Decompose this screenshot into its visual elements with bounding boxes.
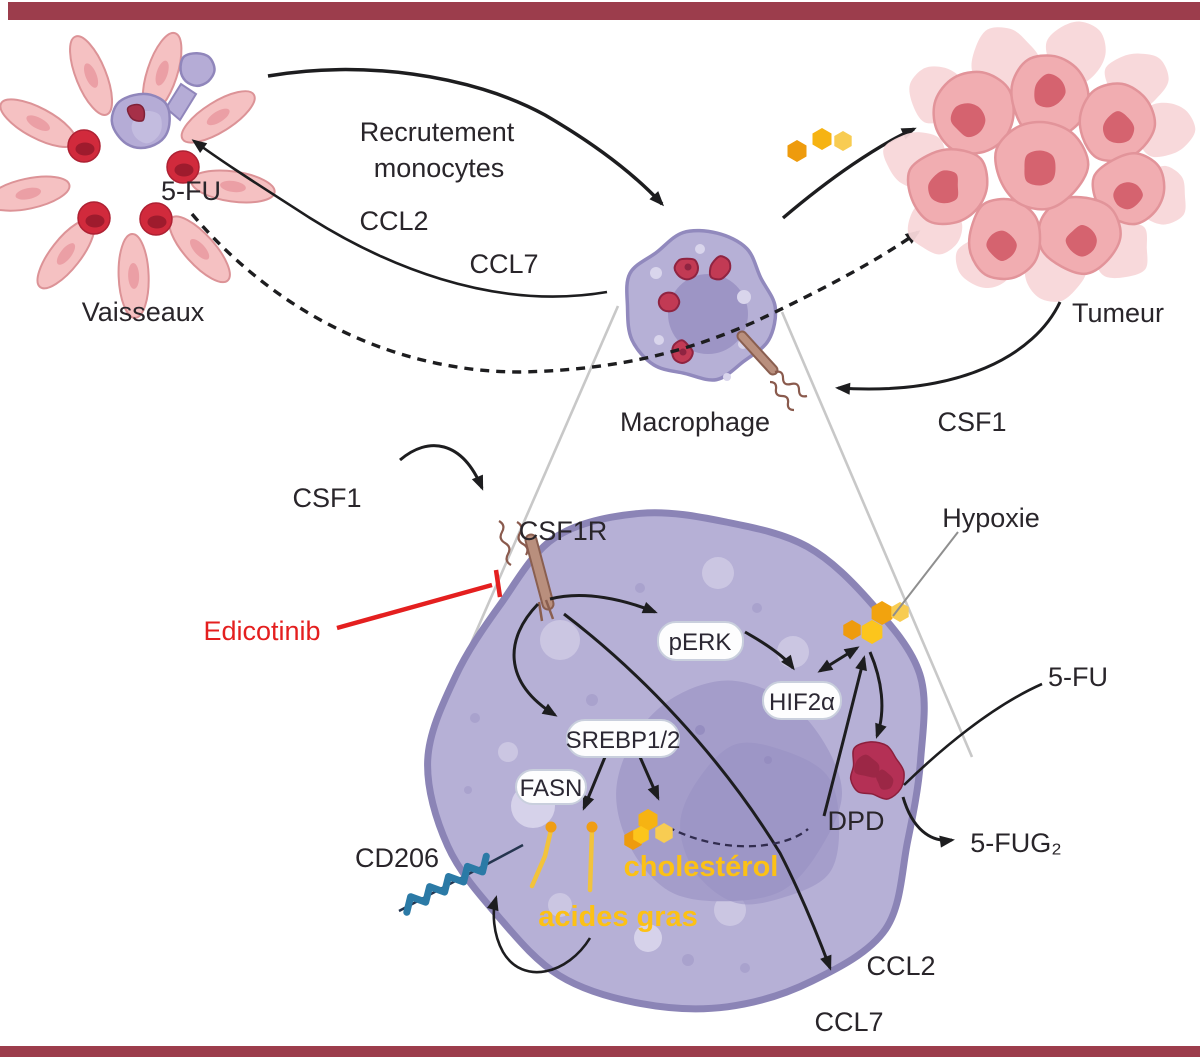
red-blood-cells [67,129,200,236]
cd206-receptor-group: CD206 [355,843,592,974]
dashed-5fu-route-arrow [190,212,921,374]
fatty-acid-molecules [529,821,598,893]
monocyte-extravasating [110,51,216,150]
perk-pill [657,621,744,661]
ccl-export-arrow [563,612,832,971]
csf1-left-group: CSF1 [292,444,484,513]
hif2a-pill [762,681,842,720]
monocyte-granule [126,103,146,122]
csf1r-label: CSF1R [519,516,608,546]
macrophage-to-tumor-arrow-group [781,127,917,220]
fatty-acids-label: acides gras [538,901,698,933]
hif2a-cholesterol-double-arrow [817,646,860,673]
recruitment-label-line1: Recrutement [360,117,515,147]
cd206-induction-arrow [486,895,592,974]
dpd-label: DPD [827,806,884,836]
perk-to-hif2a-arrow [744,630,795,671]
ccl2-top-label: CCL2 [359,206,428,236]
srebp-label: SREBP1/2 [566,727,681,754]
srebp-pill [566,719,680,758]
macrophage-label: Macrophage [620,407,770,437]
perk-label: pERK [669,629,732,656]
vessel-wall [0,31,276,319]
srebp-to-cholesterol-arrow [638,756,660,801]
inhibition-t-bar [493,569,503,598]
ccl7-top-label: CCL7 [469,249,538,279]
csf1r-to-perk-arrow [549,594,658,614]
recruitment-arrow-group: Recrutement monocytes [267,67,665,207]
ccl7-bottom-label: CCL7 [814,1007,883,1037]
csf1-left-label: CSF1 [292,483,361,513]
dpd-enzyme-group: DPD [827,741,905,836]
cd206-label: CD206 [355,843,439,873]
vessel-label: Vaisseaux [82,297,205,327]
tumor-illustration: Tumeur [883,21,1196,328]
intracellular-arrows [512,594,887,971]
csf1-right-label: CSF1 [937,407,1006,437]
tumor-label: Tumeur [1072,298,1164,328]
signaling-pills: pERK HIF2α SREBP1/2 FASN [515,621,842,805]
inhibition-line [336,582,493,631]
cholesterol-molecules-inner [624,809,673,850]
edicotinib-inhibition-group: Edicotinib [203,569,503,646]
hif2a-label: HIF2α [769,689,835,716]
five-fug2-export-arrow [901,796,955,848]
hypoxie-pointer-line [892,531,959,617]
hypoxie-group: Hypoxie [892,503,1040,617]
macrophage-to-tumor-arrow [781,127,917,220]
ccl2-ccl7-arrow-group: CCL2 CCL7 [191,139,608,298]
csf1r-receptor-group: CSF1R [498,516,608,622]
fu-vessel-label: 5-FU [161,176,221,206]
bottom-frame-bar [0,1046,1200,1057]
tumor-cell-nuclei [928,73,1143,262]
five-fu-import-line [903,682,1043,786]
fasn-label: FASN [520,775,583,802]
recruitment-arrow [267,67,665,207]
dashed-nucleus-arc [667,825,809,848]
csf1-right-group: CSF1 [835,301,1062,437]
dpd-to-cholesterol-arrow [822,655,867,817]
macrophage-csf1r-receptor [736,330,808,412]
cholesterol-to-dpd-arrow [868,651,887,739]
vessel-illustration: Vaisseaux 5-FU [0,31,276,327]
macrophage-illustration: Macrophage [620,228,808,437]
top-frame-bar [8,2,1200,20]
fasn-pill [515,769,587,805]
recruitment-label-line2: monocytes [374,153,505,183]
csf1r-to-srebp-arrow [512,602,558,717]
cholesterol-molecules-top [787,128,852,162]
hypoxie-label: Hypoxie [942,503,1040,533]
large-macrophage-cell [424,509,928,1013]
cholesterol-molecules-membrane [843,601,909,644]
cd206-receptor [403,852,490,916]
csf1-arrow-to-receptor [835,301,1062,395]
csf1-left-arrow [399,444,484,491]
cholesterol-label: cholestérol [624,851,779,883]
srebp-to-fatty-acids-arrow [582,756,607,811]
ccl2-ccl7-arrow [191,139,608,298]
five-fug2-label: 5-FUG₂ [970,828,1061,858]
ccl2-bottom-label: CCL2 [866,951,935,981]
macrophage-nucleus [668,274,748,354]
five-fu-right-label: 5-FU [1048,662,1108,692]
macrophage-granules [657,255,732,364]
edicotinib-label: Edicotinib [203,616,320,646]
five-fu-metabolism-group: 5-FU 5-FUG₂ [901,662,1108,858]
